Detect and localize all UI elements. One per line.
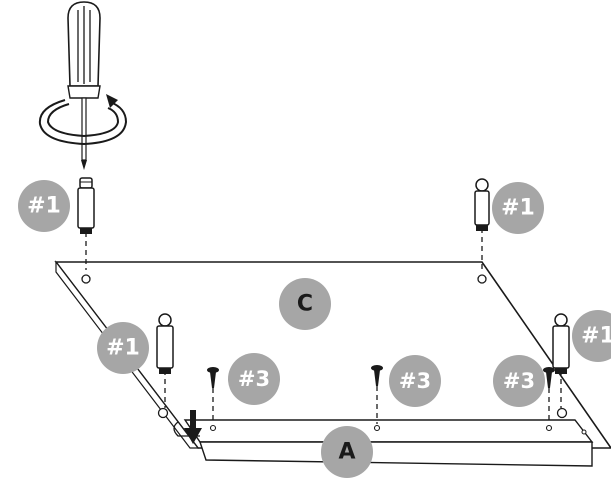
callout-badge: #3 (389, 355, 441, 407)
cam-bolt (552, 313, 570, 374)
panel-hole (556, 407, 568, 419)
callout-badge: #1 (492, 182, 544, 234)
cam-slot (173, 421, 200, 437)
callout-label: #3 (238, 367, 270, 391)
callout-label: #1 (501, 196, 535, 221)
cam-bolt (474, 178, 490, 231)
rail-hole (209, 424, 217, 432)
callout-label: #3 (399, 369, 431, 393)
callout-label: #3 (503, 369, 535, 393)
rail-hole (581, 429, 587, 435)
callout-badge: #3 (493, 355, 545, 407)
rotate-arrow-head (106, 94, 118, 108)
rail-label: A (338, 440, 355, 465)
rotate-arrow-icon (38, 99, 128, 146)
callout-label: #1 (27, 194, 61, 219)
callout-badge: #1 (18, 180, 70, 232)
screwdriver-icon (67, 1, 101, 170)
rail-a (173, 419, 594, 467)
callout-badge: #3 (228, 353, 280, 405)
screw (207, 367, 219, 388)
part-label-a: A (321, 426, 373, 478)
panel-hole (157, 407, 169, 419)
panel-hole (81, 274, 91, 284)
callout-label: #1 (581, 324, 611, 349)
screw (543, 367, 555, 388)
callout-badge: #1 (97, 322, 149, 374)
down-arrow-icon (184, 410, 202, 444)
cam-bolt (77, 177, 95, 234)
rail-hole (545, 424, 553, 432)
screw (371, 365, 383, 386)
part-label-c: C (279, 278, 331, 330)
cam-bolt (156, 313, 174, 374)
callout-badge: #1 (572, 310, 611, 362)
callout-label: #1 (106, 336, 140, 361)
panel-hole (477, 274, 487, 284)
rail-hole (373, 424, 381, 432)
guide-lines (85, 228, 562, 424)
panel-label: C (297, 292, 313, 317)
